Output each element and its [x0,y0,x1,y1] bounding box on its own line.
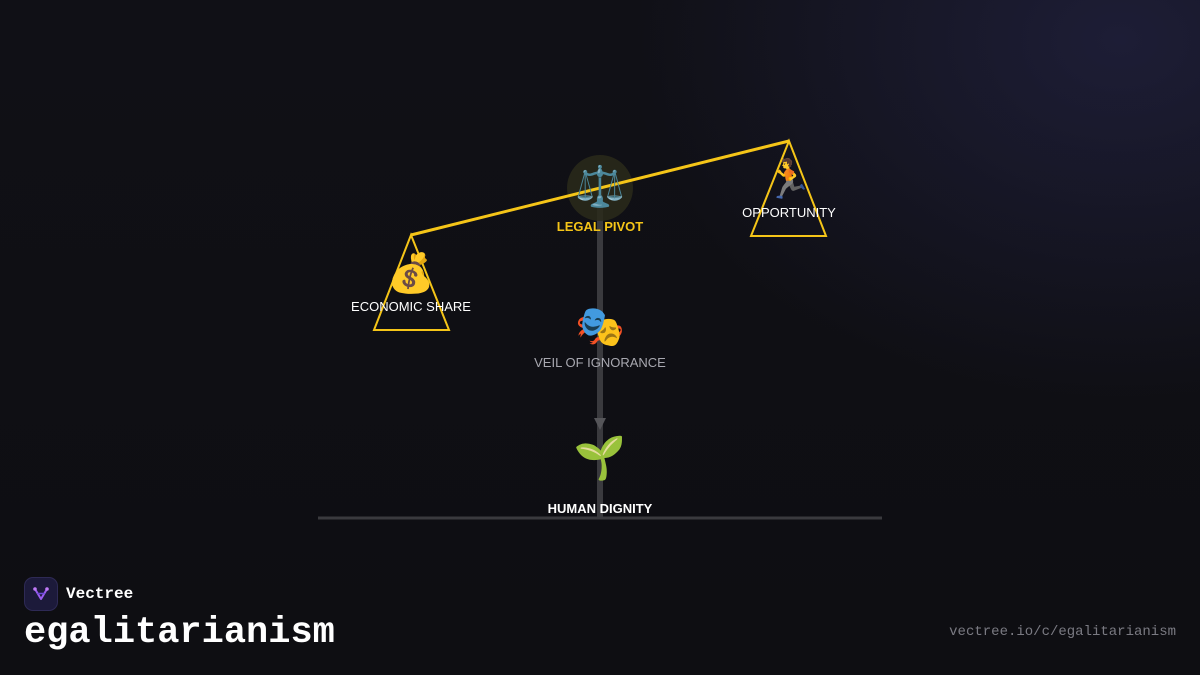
veil-label: VEIL OF IGNORANCE [534,355,666,370]
balance-scale-icon: ⚖️ [575,163,625,210]
base-label: HUMAN DIGNITY [548,501,653,516]
right-pan-triangle [749,138,828,237]
brand[interactable]: Vectree [24,577,133,611]
right-pan-label: OPPORTUNITY [742,205,836,220]
topic-title: egalitarianism [24,612,335,654]
left-pan-label: ECONOMIC SHARE [351,299,471,314]
money-bag-icon: 💰 [387,251,434,296]
left-pan-triangle [372,232,451,331]
pivot-label: LEGAL PIVOT [557,219,643,234]
scale-beam [410,139,790,237]
brand-name: Vectree [66,585,134,603]
seedling-icon: 🌱 [574,433,626,482]
runner-icon: 🏃 [765,157,812,201]
vectree-logo-icon [24,577,58,611]
performing-arts-icon: 🎭 [575,304,625,350]
stand-arrow [594,418,606,430]
page-url[interactable]: vectree.io/c/egalitarianism [949,624,1176,640]
